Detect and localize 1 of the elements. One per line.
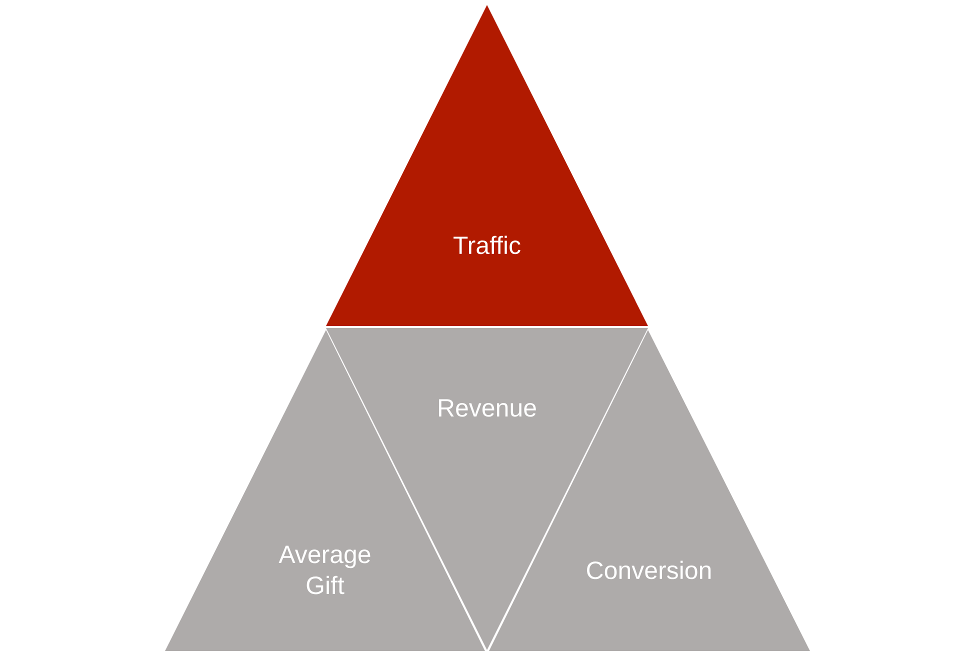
- triangle: Traffic: [326, 5, 648, 326]
